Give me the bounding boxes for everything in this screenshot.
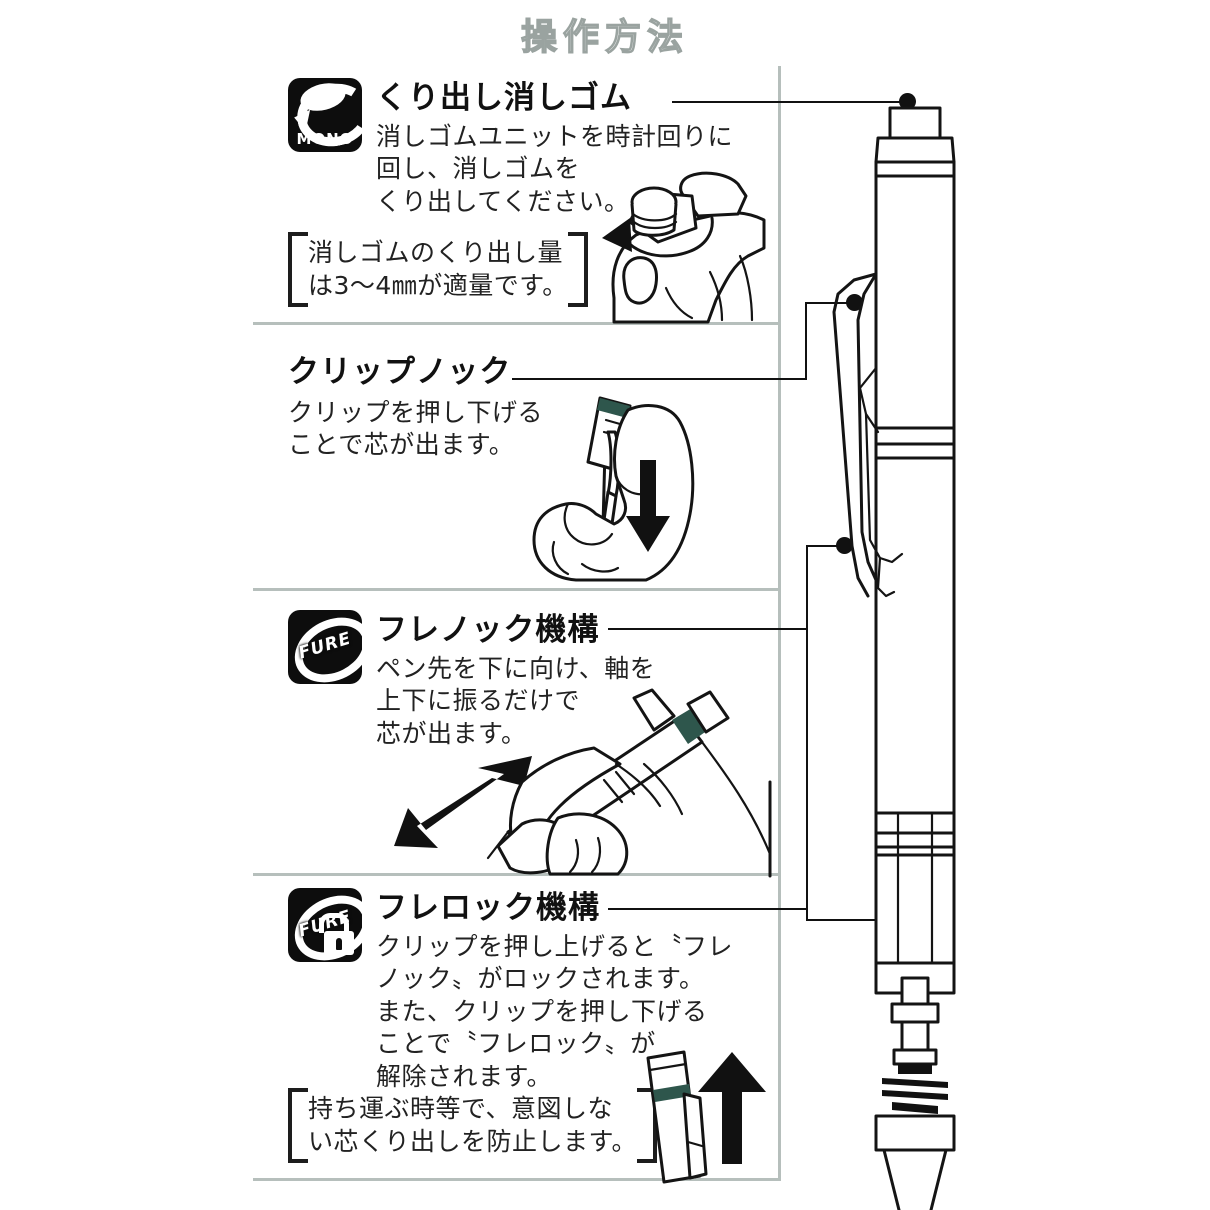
bracket-left (288, 232, 308, 307)
note-eraser-amount: 消しゴムのくり出し量 は3〜4㎜が適量です。 (288, 232, 588, 307)
section-eraser-body: 消しゴムユニットを時計回りに 回し、消しゴムを くり出してください。 (376, 121, 734, 216)
section-eraser-title: くり出し消しゴム (376, 80, 632, 116)
callout-line-furelock-h2 (806, 545, 846, 547)
illustration-hand-pressing-clip-down (520, 392, 785, 587)
callout-line-furelock-v (806, 545, 808, 910)
bracket-right (567, 232, 588, 307)
fure-lock-icon: FURE (288, 888, 362, 962)
callout-line-fureknock-h (608, 628, 808, 630)
section-fure-lock-title: フレロック機構 (376, 890, 600, 926)
panel-right-edge (778, 66, 781, 1178)
panel-divider-2 (253, 588, 781, 591)
note-eraser-amount-text: 消しゴムのくり出し量 は3〜4㎜が適量です。 (308, 238, 568, 301)
padlock-shackle-shape (319, 913, 349, 933)
callout-line-clip-h2 (805, 302, 855, 304)
panel-divider-1 (253, 322, 781, 325)
bracket-left (288, 1088, 308, 1163)
section-fure-knock-body: ペン先を下に向け、軸を 上下に振るだけで 芯が出ます。 (376, 653, 656, 748)
fure-swoosh-icon: FURE (288, 610, 362, 684)
section-clip-knock-title: クリップノック (288, 354, 512, 390)
section-fure-lock-body: クリップを押し上げると〝フレ ノック〟がロックされます。 また、クリップを押し下… (376, 931, 734, 1091)
note-prevent-unintended-lead: 持ち運ぶ時等で、意図しな い芯くり出しを防止します。 (288, 1088, 658, 1163)
callout-line-clip-h (512, 378, 807, 380)
section-fure-knock-title: フレノック機構 (376, 612, 600, 648)
mechanical-pencil-cutaway-diagram (806, 88, 986, 1210)
callout-line-furelock-h (608, 908, 806, 910)
section-clip-knock: クリップノック クリップを押し下げる ことで芯が出ます。 (288, 356, 543, 462)
section-fure-lock-header: FURE フレロック機構 クリップを押し上げると〝フレ ノック〟がロックされます… (288, 888, 733, 1093)
panel-divider-3 (253, 873, 781, 876)
padlock-keyhole-shape (336, 938, 342, 950)
section-fure-knock: FURE フレノック機構 ペン先を下に向け、軸を 上下に振るだけで 芯が出ます。 (288, 610, 655, 750)
note-prevent-unintended-lead-text: 持ち運ぶ時等で、意図しな い芯くり出しを防止します。 (308, 1094, 638, 1157)
section-fure-knock-header: FURE フレノック機構 ペン先を下に向け、軸を 上下に振るだけで 芯が出ます。 (288, 610, 655, 750)
illustration-hand-shaking-pen (372, 688, 780, 878)
section-clip-knock-body: クリップを押し下げる ことで芯が出ます。 (288, 397, 544, 460)
callout-line-eraser (672, 101, 912, 103)
page-title: 操作方法 (520, 16, 689, 58)
callout-line-clip-v (805, 302, 807, 380)
callout-dot-eraser (899, 93, 916, 110)
callout-line-fureknock-h2 (806, 919, 906, 921)
illustration-pen-clip-pushed-up (626, 1046, 786, 1186)
section-fure-lock: FURE フレロック機構 クリップを押し上げると〝フレ ノック〟がロックされます… (288, 888, 733, 1093)
illustration-hand-rotating-eraser-unit (588, 160, 778, 325)
section-eraser-header: MONO くり出し消しゴム 消しゴムユニットを時計回りに 回し、消しゴムを くり… (288, 78, 733, 218)
bracket-right (637, 1088, 658, 1163)
mono-wordmark: MONO (296, 130, 354, 148)
section-eraser: MONO くり出し消しゴム 消しゴムユニットを時計回りに 回し、消しゴムを くり… (288, 78, 733, 218)
mono-eraser-rotate-icon: MONO (288, 78, 362, 152)
panel-divider-4 (253, 1178, 781, 1181)
callout-dot-clip-upper (846, 294, 863, 311)
callout-dot-clip-lower (836, 537, 853, 554)
